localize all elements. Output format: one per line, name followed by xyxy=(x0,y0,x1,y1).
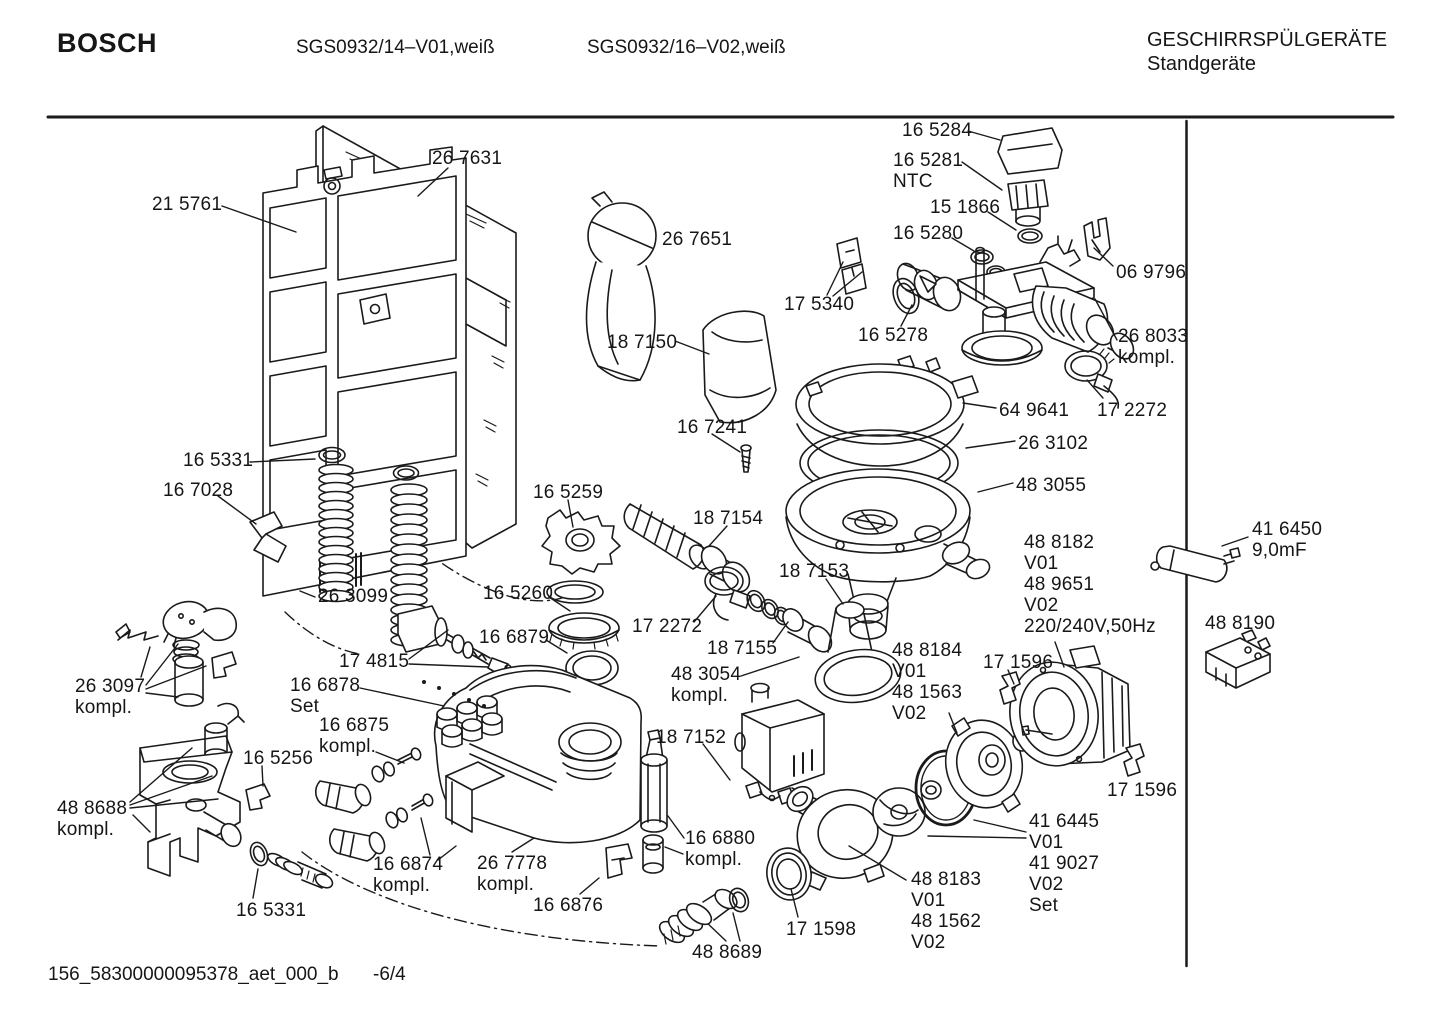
drain-hose-drawing xyxy=(658,887,750,945)
part-label-26-7631: 26 7631 xyxy=(432,148,503,169)
part-label-26-8033: 26 8033 kompl. xyxy=(1118,326,1189,368)
check-valve-drawing xyxy=(397,605,512,677)
part-label-48-3054: 48 3054 kompl. xyxy=(671,664,742,706)
part-label-16-6874: 16 6874 kompl. xyxy=(373,854,444,896)
salt-funnel-drawing xyxy=(585,191,657,382)
part-label-16-7028: 16 7028 xyxy=(163,480,234,501)
part-label-18-7154: 18 7154 xyxy=(693,508,764,529)
page-rules xyxy=(46,115,1395,968)
part-label-48-8182: 48 8182 V01 48 9651 V02 220/240V,50Hz xyxy=(1024,532,1156,637)
screw-drawing xyxy=(740,444,752,473)
part-label-16-5331-b: 16 5331 xyxy=(236,900,307,921)
part-label-16-5331-a: 16 5331 xyxy=(183,450,254,471)
part-label-17-1596-a: 17 1596 xyxy=(983,652,1054,673)
funnel-cover-drawing xyxy=(702,310,777,424)
part-label-17-5340: 17 5340 xyxy=(784,294,855,315)
inlet-assembly-drawing xyxy=(115,600,334,889)
part-label-16-5259: 16 5259 xyxy=(533,482,604,503)
part-label-17-2272-a: 17 2272 xyxy=(1097,400,1168,421)
part-label-26-7778: 26 7778 kompl. xyxy=(477,853,548,895)
part-label-16-5284: 16 5284 xyxy=(902,120,973,141)
model-variant-left: SGS0932/14–V01,weiß xyxy=(296,37,495,58)
part-label-41-6445: 41 6445 V01 41 9027 V02 Set xyxy=(1029,811,1100,916)
document-id: 156_58300000095378_aet_000_b xyxy=(48,964,339,985)
part-label-48-8183: 48 8183 V01 48 1562 V02 xyxy=(911,869,982,953)
part-label-16-6875: 16 6875 kompl. xyxy=(319,715,390,757)
part-label-16-6879: 16 6879 xyxy=(479,627,550,648)
brand-logo: BOSCH xyxy=(57,28,158,58)
part-label-18-7152: 18 7152 xyxy=(656,727,727,748)
part-label-26-7651: 26 7651 xyxy=(662,229,733,250)
part-label-26-3102: 26 3102 xyxy=(1018,433,1089,454)
part-label-17-1598: 17 1598 xyxy=(786,919,857,940)
part-label-17-4815: 17 4815 xyxy=(339,651,410,672)
part-label-16-5280: 16 5280 xyxy=(893,223,964,244)
document-category: GESCHIRRSPÜLGERÄTE Standgeräte xyxy=(1147,28,1387,76)
set-dots xyxy=(422,680,486,708)
part-label-17-1596-b: 17 1596 xyxy=(1107,780,1178,801)
dispenser-bottles-drawing xyxy=(640,729,668,874)
part-label-41-6450: 41 6450 9,0mF xyxy=(1252,519,1323,561)
part-label-48-8689: 48 8689 xyxy=(692,942,763,963)
part-label-18-7155: 18 7155 xyxy=(707,638,778,659)
part-label-18-7150: 18 7150 xyxy=(607,332,678,353)
part-label-48-8688: 48 8688 kompl. xyxy=(57,798,128,840)
inner-door-drawing xyxy=(262,146,467,597)
part-label-18-7153: 18 7153 xyxy=(779,561,850,582)
model-variant-right: SGS0932/16–V02,weiß xyxy=(587,37,786,58)
pump-motor-drawing xyxy=(766,645,1145,901)
category-line: GESCHIRRSPÜLGERÄTE xyxy=(1147,29,1388,51)
part-label-26-3099: 26 3099 xyxy=(318,586,389,607)
part-label-16-5256: 16 5256 xyxy=(243,748,314,769)
part-label-48-8184: 48 8184 V01 48 1563 V02 xyxy=(892,640,963,724)
solenoid-valves-drawing xyxy=(314,747,434,862)
part-label-17-2272-b: 17 2272 xyxy=(632,616,703,637)
capacitor-drawing xyxy=(1150,545,1241,583)
tub-rings-drawing xyxy=(785,355,991,640)
salt-container-drawing xyxy=(433,664,643,879)
part-label-26-3097: 26 3097 kompl. xyxy=(75,676,146,718)
hose-chain-drawing xyxy=(623,503,902,704)
part-label-16-7241: 16 7241 xyxy=(677,417,748,438)
part-label-64-9641: 64 9641 xyxy=(999,400,1070,421)
part-label-48-8190: 48 8190 xyxy=(1205,613,1276,634)
part-label-16-5281: 16 5281 NTC xyxy=(893,150,964,192)
softener-head-drawing xyxy=(836,127,1135,409)
leader-lines xyxy=(129,130,1249,942)
part-label-06-9796: 06 9796 xyxy=(1116,262,1187,283)
part-label-16-5260: 16 5260 xyxy=(483,583,554,604)
part-label-48-3055: 48 3055 xyxy=(1016,475,1087,496)
part-label-16-6880: 16 6880 kompl. xyxy=(685,828,756,870)
page-number: -6/4 xyxy=(373,964,406,985)
subcategory-line: Standgeräte xyxy=(1147,53,1256,75)
mounting-bracket-drawing xyxy=(1205,629,1271,689)
part-label-16-6876: 16 6876 xyxy=(533,895,604,916)
part-label-15-1866: 15 1866 xyxy=(930,197,1001,218)
part-label-16-5278: 16 5278 xyxy=(858,325,929,346)
cap-stack-drawing xyxy=(541,509,621,686)
part-label-16-6878: 16 6878 Set xyxy=(290,675,361,717)
part-label-21-5761: 21 5761 xyxy=(152,194,223,215)
sump-drawing xyxy=(734,682,825,805)
